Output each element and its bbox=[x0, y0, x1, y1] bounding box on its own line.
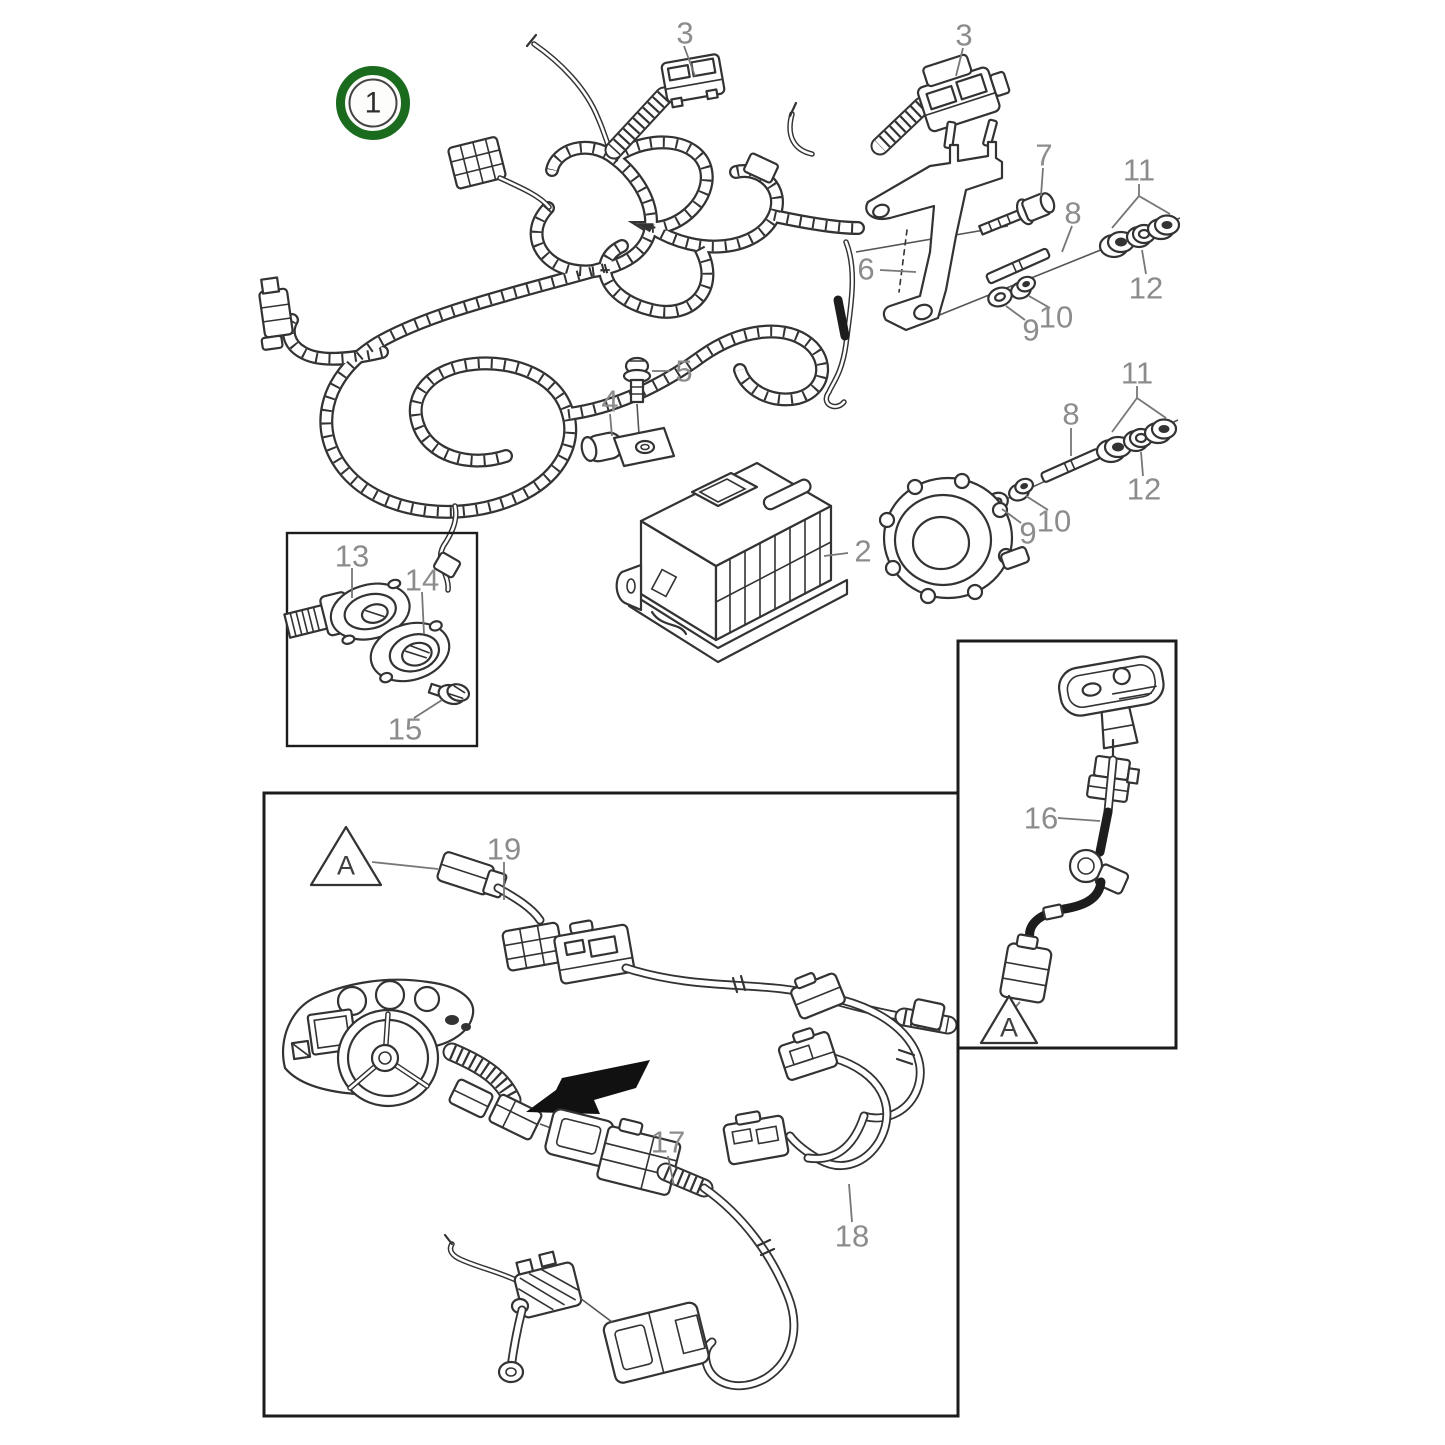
trim-sender bbox=[443, 1233, 613, 1384]
bolt-15 bbox=[427, 682, 471, 706]
cable-18 bbox=[722, 972, 921, 1166]
warning-triangle-left bbox=[309, 825, 383, 887]
bolt-7 bbox=[978, 192, 1056, 236]
harness-grid-connector bbox=[447, 136, 507, 190]
mounting-flange bbox=[878, 472, 1030, 605]
callout-14: 14 bbox=[404, 562, 440, 598]
callout-18: 18 bbox=[834, 1218, 870, 1254]
connector-3-harness bbox=[660, 53, 726, 109]
callout-3-harness: 3 bbox=[676, 15, 694, 51]
callout-13: 13 bbox=[334, 538, 370, 574]
callout-3-bracket: 3 bbox=[955, 17, 973, 53]
cable-16 bbox=[979, 655, 1165, 1045]
callout-12-upper: 12 bbox=[1128, 270, 1164, 306]
washer-12-lower bbox=[1122, 427, 1154, 453]
bolt-5 bbox=[622, 356, 652, 404]
battery-lug-connector bbox=[258, 276, 294, 351]
warning-triangle-right bbox=[979, 994, 1039, 1045]
nut-11-lower-right bbox=[1143, 418, 1178, 445]
callout-9-lower: 9 bbox=[1019, 515, 1037, 551]
cable-19 bbox=[436, 851, 948, 1030]
flange-14 bbox=[369, 620, 451, 684]
nut-10-lower bbox=[1008, 477, 1035, 502]
callout-10-lower: 10 bbox=[1036, 503, 1072, 539]
callout-11-upper: 11 bbox=[1122, 152, 1156, 188]
callout-10-upper: 10 bbox=[1038, 299, 1074, 335]
inset-box-sensor bbox=[283, 531, 479, 748]
item-1-badge-number: 1 bbox=[348, 78, 398, 128]
clamp-4 bbox=[580, 403, 676, 468]
leader-lines bbox=[351, 45, 1171, 1223]
harness-drop-connector bbox=[432, 551, 462, 579]
callout-5: 5 bbox=[675, 353, 693, 389]
callout-11-lower: 11 bbox=[1120, 355, 1154, 391]
harness-small-connector bbox=[743, 152, 779, 184]
sensor-13 bbox=[283, 578, 411, 645]
cable-17 bbox=[544, 1108, 794, 1386]
hardware-set-upper bbox=[985, 214, 1181, 308]
callout-12-lower: 12 bbox=[1126, 471, 1162, 507]
direction-arrow bbox=[526, 1060, 650, 1114]
helm-console bbox=[281, 978, 563, 1141]
inset-box-cables bbox=[262, 791, 960, 1418]
callout-17: 17 bbox=[650, 1124, 686, 1160]
callout-2: 2 bbox=[854, 533, 872, 569]
inset-box-trim-cable bbox=[956, 639, 1178, 1050]
callout-19: 19 bbox=[486, 831, 522, 867]
nut-11-upper-right bbox=[1146, 214, 1181, 241]
washer-9-upper bbox=[987, 286, 1013, 308]
control-unit-2 bbox=[615, 461, 849, 664]
callout-4: 4 bbox=[601, 383, 619, 419]
wiring-harness-drawing bbox=[258, 33, 858, 590]
callout-8-upper: 8 bbox=[1064, 195, 1082, 231]
callout-15: 15 bbox=[387, 711, 423, 747]
marker-a-left: A bbox=[336, 850, 356, 881]
nut-10-upper bbox=[1010, 275, 1037, 300]
callout-7: 7 bbox=[1035, 137, 1053, 173]
callout-9-upper: 9 bbox=[1022, 312, 1040, 348]
item-1-badge: 1 bbox=[336, 66, 410, 140]
callout-8-lower: 8 bbox=[1062, 396, 1080, 432]
marker-a-right: A bbox=[999, 1012, 1019, 1043]
callout-6: 6 bbox=[857, 251, 875, 287]
callout-16: 16 bbox=[1023, 800, 1059, 836]
